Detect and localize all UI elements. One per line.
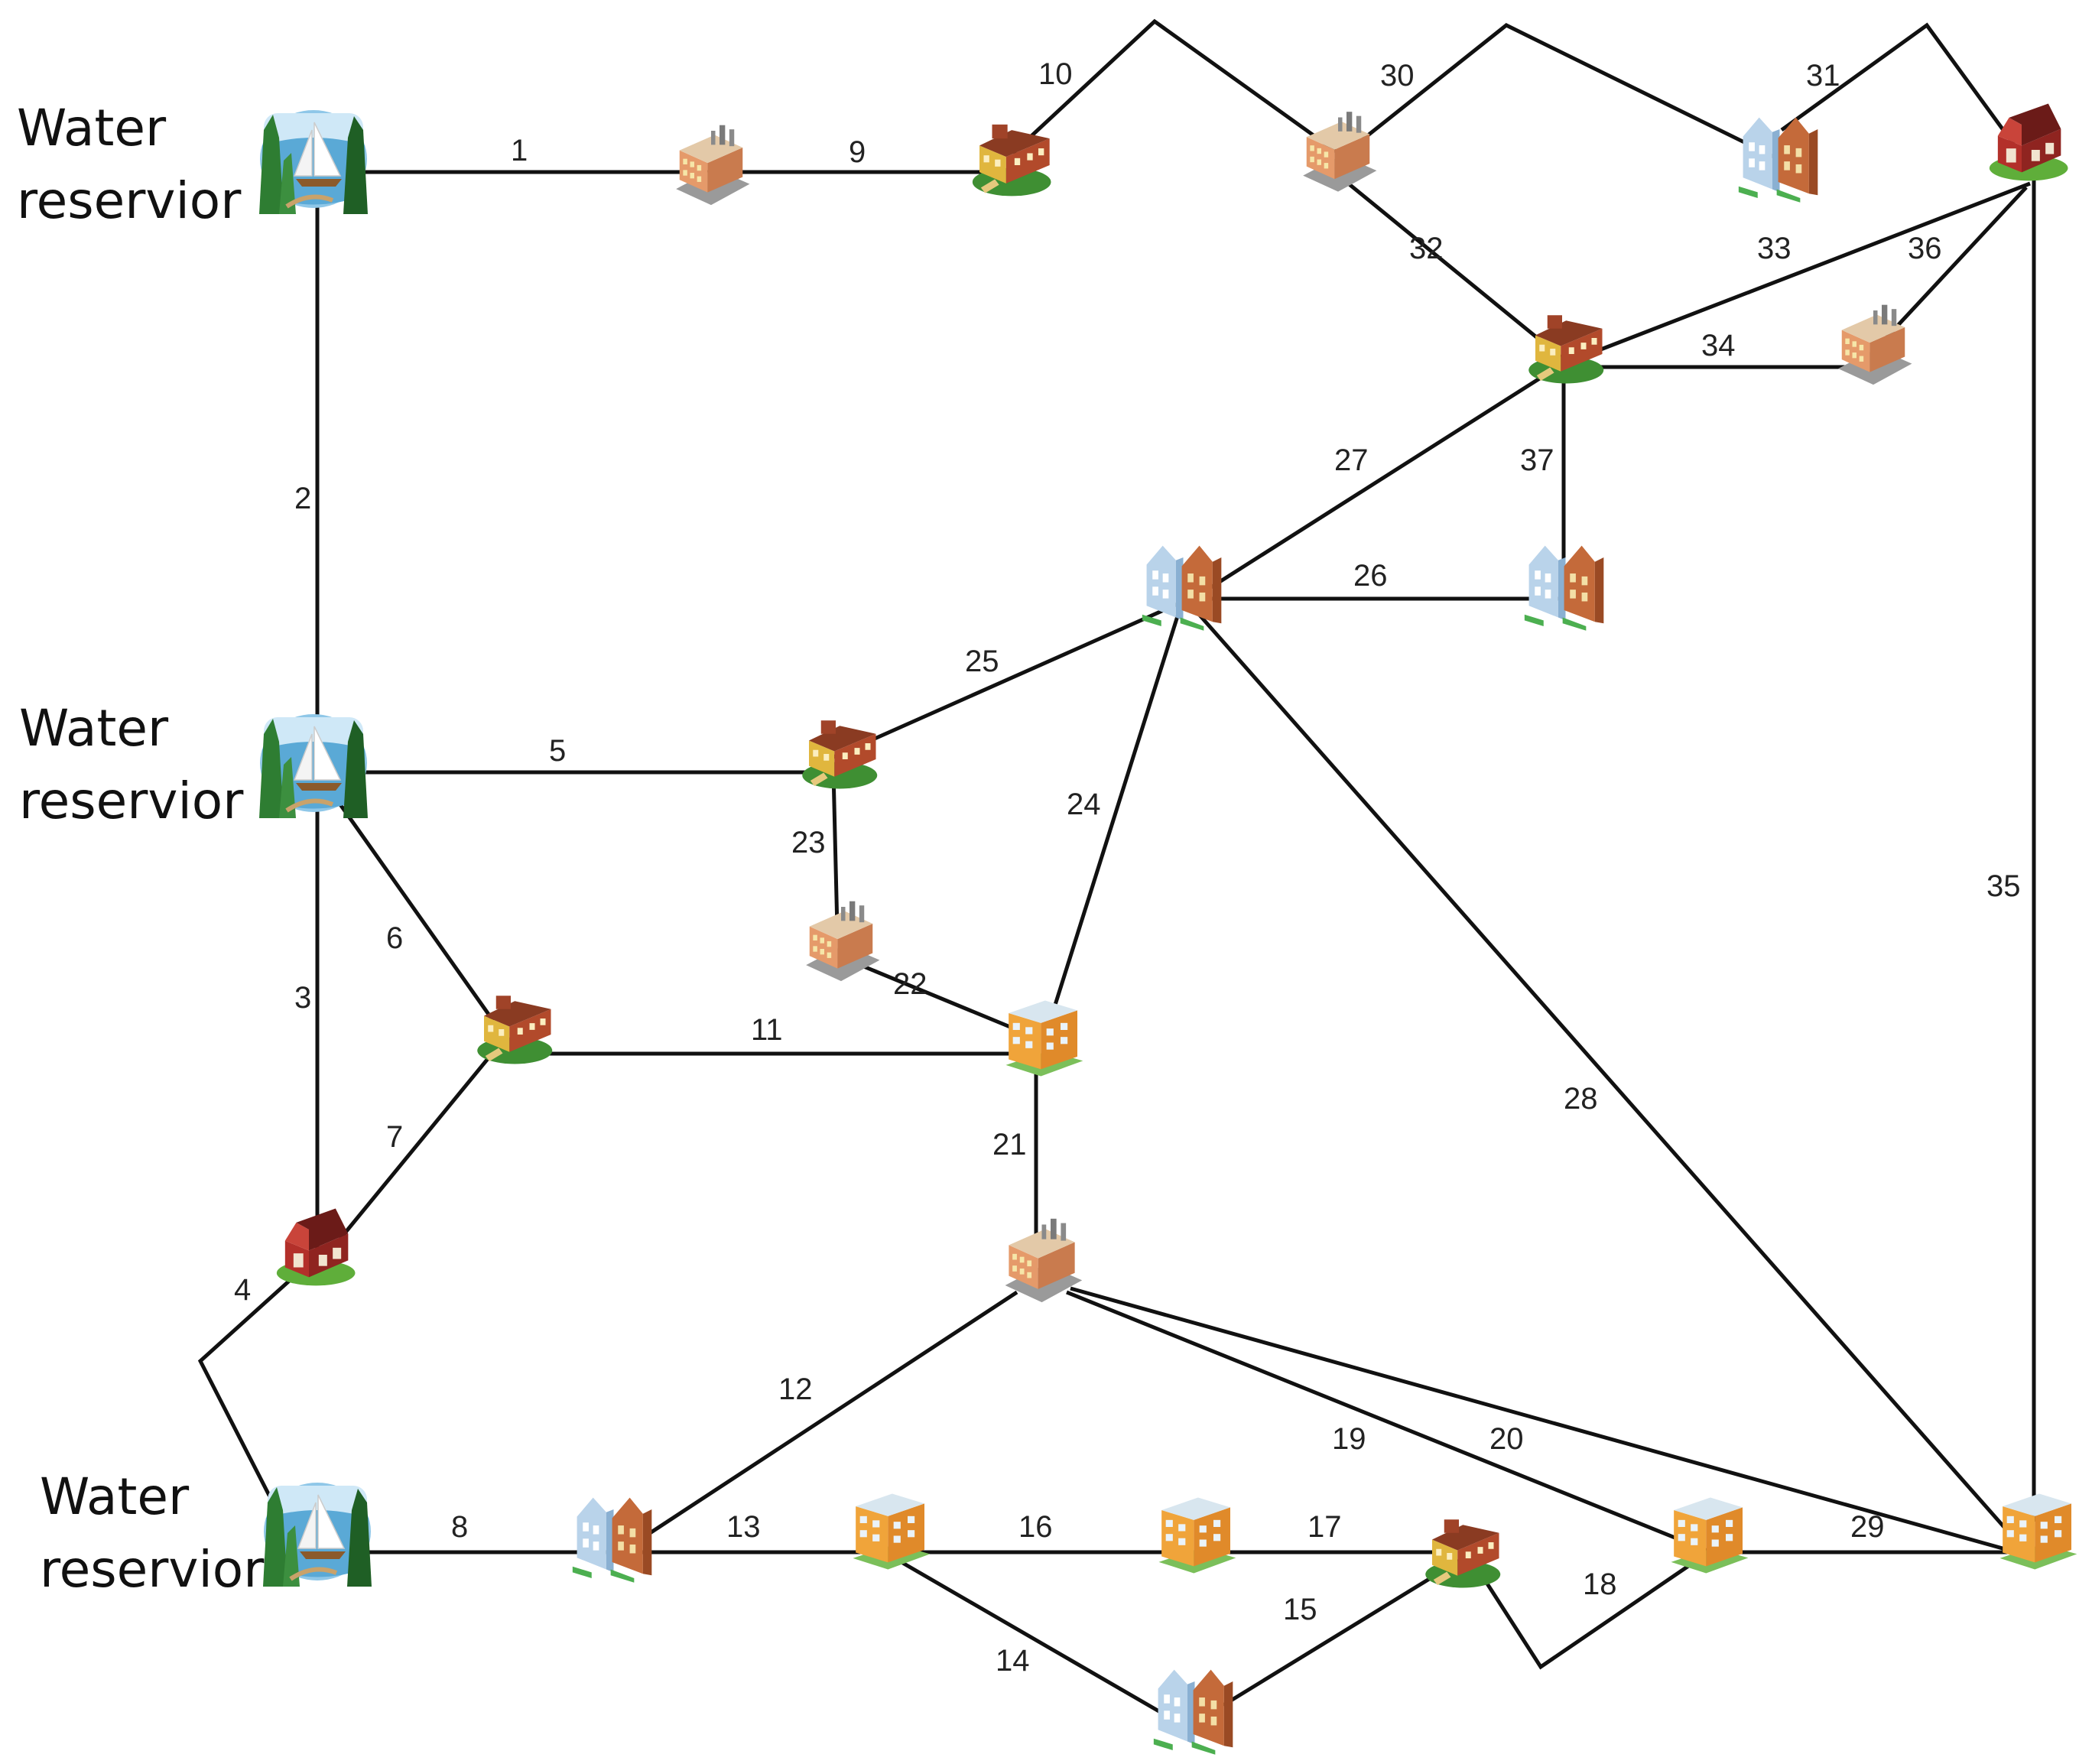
school-node-mid bbox=[802, 720, 878, 789]
pipe-28 bbox=[1195, 610, 2028, 1554]
pipe-24 bbox=[1049, 603, 1184, 1018]
apartment-node-bottom-2 bbox=[1158, 1497, 1236, 1574]
pipe-20 bbox=[1070, 1286, 2031, 1558]
pipe-label-2: 2 bbox=[294, 482, 311, 515]
houses-node-top bbox=[1738, 117, 1818, 203]
houses-node-mid-left bbox=[1142, 545, 1222, 631]
reservoir-label-2-line1: Water bbox=[19, 699, 169, 758]
pipe-label-36: 36 bbox=[1908, 232, 1942, 265]
pipe-14 bbox=[889, 1554, 1183, 1727]
pipe-23 bbox=[831, 772, 840, 930]
pipe-22 bbox=[856, 961, 1033, 1038]
apartment-node-bottom-1 bbox=[853, 1493, 931, 1570]
houses-node-mid-right bbox=[1524, 545, 1604, 631]
pipe-label-32: 32 bbox=[1409, 232, 1444, 265]
houses-node-bottom-left bbox=[572, 1497, 652, 1583]
pipe-label-16: 16 bbox=[1018, 1510, 1053, 1544]
pipe-label-6: 6 bbox=[386, 921, 403, 955]
pipe-label-20: 20 bbox=[1489, 1422, 1524, 1456]
pipe-label-29: 29 bbox=[1850, 1510, 1885, 1544]
pipe-label-23: 23 bbox=[791, 826, 826, 859]
pipe-30 bbox=[1344, 23, 1783, 163]
reservoir-node-1 bbox=[259, 110, 368, 214]
pipe-label-8: 8 bbox=[451, 1510, 468, 1544]
pipe-15 bbox=[1222, 1558, 1462, 1707]
pipe-label-14: 14 bbox=[996, 1644, 1030, 1678]
reservoir-node-2 bbox=[259, 714, 368, 818]
pipe-label-24: 24 bbox=[1067, 788, 1101, 821]
factory-node-right bbox=[1838, 304, 1912, 385]
pipe-label-25: 25 bbox=[965, 645, 999, 678]
reservoir-label-2-line2: reservior bbox=[19, 772, 244, 830]
school-node-top-1 bbox=[972, 124, 1051, 197]
pipe-label-27: 27 bbox=[1334, 443, 1369, 477]
pipe-label-10: 10 bbox=[1038, 57, 1073, 91]
pipe-label-33: 33 bbox=[1757, 232, 1792, 265]
pipe-label-34: 34 bbox=[1701, 329, 1736, 362]
pipe-label-19: 19 bbox=[1332, 1422, 1366, 1456]
pipe-label-21: 21 bbox=[992, 1128, 1027, 1161]
pipe-label-26: 26 bbox=[1353, 559, 1388, 593]
pipe-4 bbox=[197, 1268, 304, 1546]
pipe-12 bbox=[648, 1290, 1018, 1535]
pipe-label-31: 31 bbox=[1806, 59, 1840, 93]
pipe-label-22: 22 bbox=[893, 967, 927, 1001]
pipe-36 bbox=[1872, 186, 2028, 353]
pipe-7 bbox=[339, 1046, 499, 1240]
reservoir-label-3-line1: Water bbox=[40, 1467, 190, 1526]
pipe-label-13: 13 bbox=[726, 1510, 761, 1544]
pipe-label-3: 3 bbox=[294, 981, 311, 1015]
apartment-node-bottom-3 bbox=[1671, 1497, 1749, 1574]
reservoir-label-1-line1: Water bbox=[17, 99, 167, 158]
pipe-27 bbox=[1195, 361, 1565, 599]
pipe-32 bbox=[1333, 171, 1565, 361]
pipe-label-37: 37 bbox=[1520, 443, 1554, 477]
pipe-label-9: 9 bbox=[849, 135, 866, 169]
pipe-label-12: 12 bbox=[778, 1373, 813, 1406]
pipe-label-30: 30 bbox=[1380, 59, 1415, 93]
pipe-label-11: 11 bbox=[751, 1013, 783, 1047]
reservoir-node-3 bbox=[263, 1483, 372, 1587]
pipe-10 bbox=[1012, 18, 1340, 155]
factory-node-top-1 bbox=[676, 125, 750, 206]
reservoir-label-3-line2: reservior bbox=[40, 1540, 265, 1599]
pipe-label-18: 18 bbox=[1583, 1567, 1617, 1601]
pipe-label-15: 15 bbox=[1283, 1593, 1317, 1626]
barn-node-top bbox=[1989, 103, 2068, 181]
houses-node-bottom-center bbox=[1153, 1669, 1233, 1755]
pipe-18 bbox=[1470, 1558, 1699, 1670]
pipe-label-4: 4 bbox=[234, 1273, 251, 1307]
pipe-label-5: 5 bbox=[549, 734, 566, 768]
school-node-left bbox=[477, 996, 553, 1064]
pipe-label-35: 35 bbox=[1986, 869, 2021, 903]
pipe-label-7: 7 bbox=[386, 1120, 403, 1154]
pipe-6 bbox=[334, 798, 495, 1022]
barn-node-left bbox=[276, 1208, 356, 1286]
apartment-node-bottom-right bbox=[1999, 1493, 2077, 1570]
apartment-node-mid bbox=[1005, 1000, 1083, 1077]
reservoir-label-1-line2: reservior bbox=[17, 171, 242, 230]
pipe-31 bbox=[1780, 22, 2036, 174]
pipe-19 bbox=[1066, 1290, 1721, 1558]
pipe-label-1: 1 bbox=[511, 134, 528, 167]
school-node-hub bbox=[1528, 315, 1604, 384]
pipe-25 bbox=[832, 602, 1179, 759]
school-node-bottom bbox=[1425, 1519, 1501, 1588]
pipe-label-28: 28 bbox=[1564, 1082, 1598, 1116]
pipe-label-17: 17 bbox=[1308, 1510, 1342, 1544]
factory-node-top-2 bbox=[1303, 112, 1377, 192]
pipe-33 bbox=[1574, 181, 2031, 362]
